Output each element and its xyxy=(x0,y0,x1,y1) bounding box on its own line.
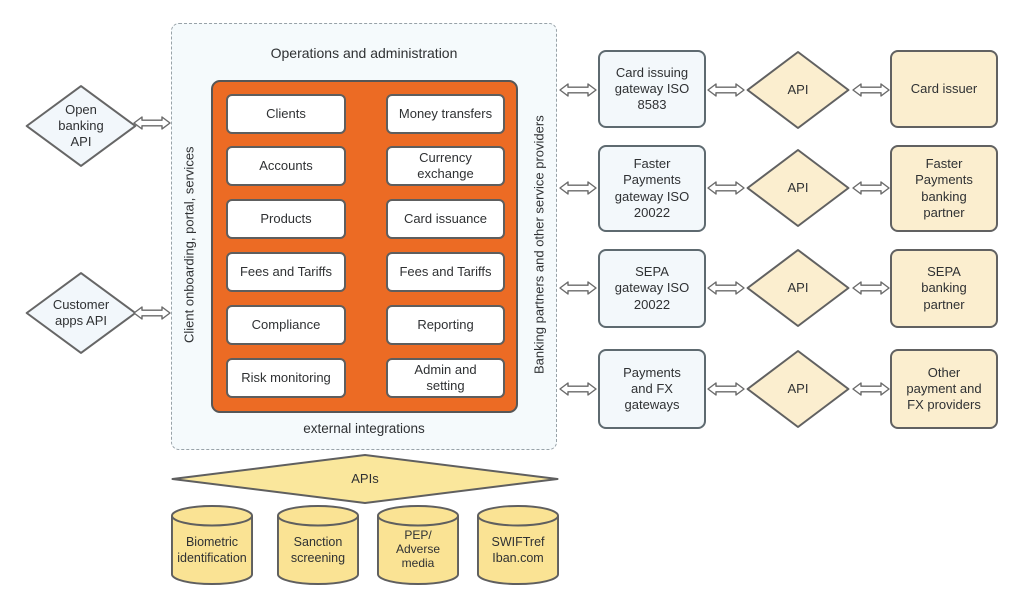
partner-other-fx-label: Other payment and FX providers xyxy=(906,364,982,413)
customer-apps-api-label: Customer apps API xyxy=(52,296,110,328)
double-arrow-icon xyxy=(707,281,745,295)
open-banking-api-label: Open banking API xyxy=(58,101,104,150)
double-arrow-icon xyxy=(852,181,890,195)
diamond-shape-icon xyxy=(25,271,137,355)
api-label: API xyxy=(787,179,809,195)
partner-other-fx: Other payment and FX providers xyxy=(890,349,998,429)
double-arrow-icon xyxy=(133,306,171,320)
api-diamond-row4: API xyxy=(746,349,850,429)
api-label: API xyxy=(787,279,809,295)
flat-diamond-shape-icon xyxy=(171,454,559,504)
gateway-faster-payments-label: Faster Payments gateway ISO 20022 xyxy=(614,156,690,220)
database-biometric: Biometric identification xyxy=(171,505,253,585)
double-arrow-icon xyxy=(852,83,890,97)
gateway-sepa-label: SEPA gateway ISO 20022 xyxy=(614,264,690,312)
module-fees-tariffs-right: Fees and Tariffs xyxy=(386,252,505,292)
module-card-issuance: Card issuance xyxy=(386,199,505,239)
core-modules-box xyxy=(211,80,518,413)
double-arrow-icon xyxy=(559,83,597,97)
database-swiftref-iban: SWIFTref Iban.com xyxy=(477,505,559,585)
double-arrow-icon xyxy=(852,281,890,295)
partner-faster-payments: Faster Payments banking partner xyxy=(890,145,998,232)
customer-apps-api-node: Customer apps API xyxy=(25,271,137,355)
api-label: API xyxy=(787,380,809,396)
module-compliance: Compliance xyxy=(226,305,346,345)
diamond-shape-icon xyxy=(746,148,850,228)
api-diamond-row2: API xyxy=(746,148,850,228)
gateway-sepa: SEPA gateway ISO 20022 xyxy=(598,249,706,328)
partner-card-issuer: Card issuer xyxy=(890,50,998,128)
gateway-card-issuing-label: Card issuing gateway ISO 8583 xyxy=(614,64,690,113)
gateway-payments-fx-label: Payments and FX gateways xyxy=(623,364,681,413)
module-currency-exchange: Currency exchange xyxy=(386,146,505,186)
cylinder-shape-icon xyxy=(477,505,559,585)
partner-card-issuer-label: Card issuer xyxy=(910,80,978,96)
panel-title: Operations and administration xyxy=(270,45,458,61)
database-biometric-label: Biometric identification xyxy=(177,535,247,565)
partner-sepa: SEPA banking partner xyxy=(890,249,998,328)
cylinder-shape-icon xyxy=(377,505,459,585)
panel-bottom-label: external integrations xyxy=(303,421,425,436)
database-sanction-screening: Sanction screening xyxy=(277,505,359,585)
module-money-transfers: Money transfers xyxy=(386,94,505,134)
cylinder-shape-icon xyxy=(171,505,253,585)
double-arrow-icon xyxy=(707,83,745,97)
double-arrow-icon xyxy=(559,181,597,195)
module-admin-setting: Admin and setting xyxy=(386,358,505,398)
apis-hub-label: APIs xyxy=(351,470,379,486)
diamond-shape-icon xyxy=(25,84,137,168)
api-diamond-row3: API xyxy=(746,248,850,328)
api-label: API xyxy=(787,81,809,97)
module-fees-tariffs-left: Fees and Tariffs xyxy=(226,252,346,292)
partner-sepa-label: SEPA banking partner xyxy=(921,264,967,312)
gateway-payments-fx: Payments and FX gateways xyxy=(598,349,706,429)
cylinder-shape-icon xyxy=(277,505,359,585)
database-pep-adverse-media: PEP/ Adverse media xyxy=(377,505,459,585)
module-accounts: Accounts xyxy=(226,146,346,186)
database-sanction-screening-label: Sanction screening xyxy=(290,535,346,565)
module-clients: Clients xyxy=(226,94,346,134)
partner-faster-payments-label: Faster Payments banking partner xyxy=(915,156,973,220)
diamond-shape-icon xyxy=(746,349,850,429)
double-arrow-icon xyxy=(559,281,597,295)
module-products: Products xyxy=(226,199,346,239)
gateway-card-issuing: Card issuing gateway ISO 8583 xyxy=(598,50,706,128)
gateway-faster-payments: Faster Payments gateway ISO 20022 xyxy=(598,145,706,232)
database-pep-adverse-media-label: PEP/ Adverse media xyxy=(395,528,441,570)
panel-right-vertical-label: Banking partners and other service provi… xyxy=(531,115,547,375)
module-reporting: Reporting xyxy=(386,305,505,345)
api-diamond-row1: API xyxy=(746,50,850,130)
apis-hub-node: APIs xyxy=(171,454,559,504)
double-arrow-icon xyxy=(559,382,597,396)
double-arrow-icon xyxy=(707,181,745,195)
module-risk-monitoring: Risk monitoring xyxy=(226,358,346,398)
double-arrow-icon xyxy=(852,382,890,396)
double-arrow-icon xyxy=(133,116,171,130)
diamond-shape-icon xyxy=(746,248,850,328)
panel-left-vertical-label: Client onboarding, portal, services xyxy=(181,146,197,344)
diamond-shape-icon xyxy=(746,50,850,130)
database-swiftref-iban-label: SWIFTref Iban.com xyxy=(491,535,545,565)
open-banking-api-node: Open banking API xyxy=(25,84,137,168)
double-arrow-icon xyxy=(707,382,745,396)
